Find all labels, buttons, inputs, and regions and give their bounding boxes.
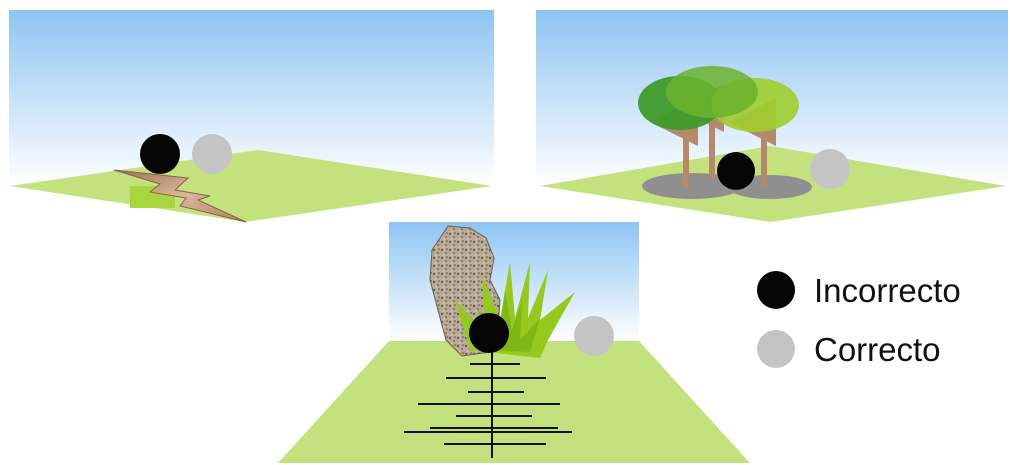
legend-label-correct: Correcto bbox=[814, 331, 941, 368]
panel-fault bbox=[9, 10, 494, 222]
incorrect-marker bbox=[140, 134, 180, 174]
tree-canopy bbox=[666, 66, 758, 118]
legend: Incorrecto Correcto bbox=[757, 271, 961, 368]
legend-label-incorrect: Incorrecto bbox=[814, 272, 961, 309]
incorrect-marker bbox=[469, 313, 509, 353]
panel-rock bbox=[278, 222, 750, 463]
gray-circle-icon bbox=[757, 330, 795, 368]
legend-item-incorrect: Incorrecto bbox=[757, 271, 961, 309]
black-circle-icon bbox=[757, 271, 795, 309]
correct-marker bbox=[574, 316, 614, 356]
panel-trees bbox=[536, 10, 1008, 222]
legend-item-correct: Correcto bbox=[757, 330, 941, 368]
correct-marker bbox=[810, 149, 850, 189]
correct-marker bbox=[192, 134, 232, 174]
incorrect-marker bbox=[717, 152, 755, 190]
